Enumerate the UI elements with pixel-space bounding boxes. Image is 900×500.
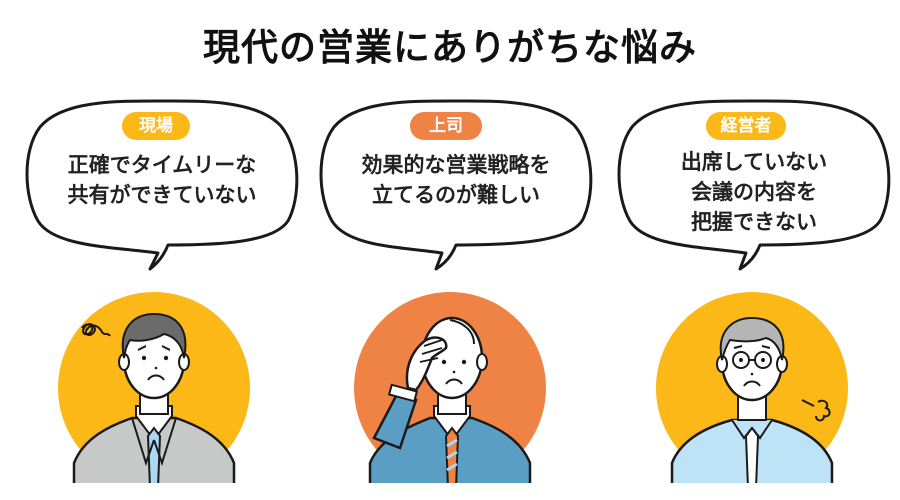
- message-line: 効果的な営業戦略を: [361, 153, 551, 177]
- message-line: 会議の内容を: [691, 180, 817, 204]
- message-line: 出席していない: [680, 150, 828, 174]
- avatar-worried-salesman: [54, 288, 254, 483]
- message-line: 共有ができていない: [67, 183, 257, 207]
- badge-genba: 現場: [122, 112, 190, 140]
- message-line: 立てるのが難しい: [372, 183, 540, 207]
- message: 出席していない 会議の内容を 把握できない: [614, 147, 894, 237]
- message: 効果的な営業戦略を 立てるのが難しい: [316, 150, 596, 210]
- avatar-sighing-executive: [652, 288, 852, 483]
- badge-joushi: 上司: [410, 112, 482, 140]
- avatar-troubled-manager: [350, 288, 550, 483]
- panel-keieisha: 経営者 出席していない 会議の内容を 把握できない: [610, 95, 900, 485]
- message: 正確でタイムリーな 共有ができていない: [22, 150, 302, 210]
- message-line: 正確でタイムリーな: [67, 153, 257, 177]
- speech-bubble: [319, 99, 593, 271]
- speech-bubble: [617, 99, 891, 271]
- speech-bubble: [25, 99, 299, 271]
- page-title: 現代の営業にありがちな悩み: [203, 26, 697, 69]
- panel-genba: 現場 正確でタイムリーな 共有ができていない: [18, 95, 313, 485]
- badge-keieisha: 経営者: [706, 112, 786, 140]
- panel-joushi: 上司 効果的な営業戦略を 立てるのが難しい: [312, 95, 607, 485]
- message-line: 把握できない: [691, 210, 817, 234]
